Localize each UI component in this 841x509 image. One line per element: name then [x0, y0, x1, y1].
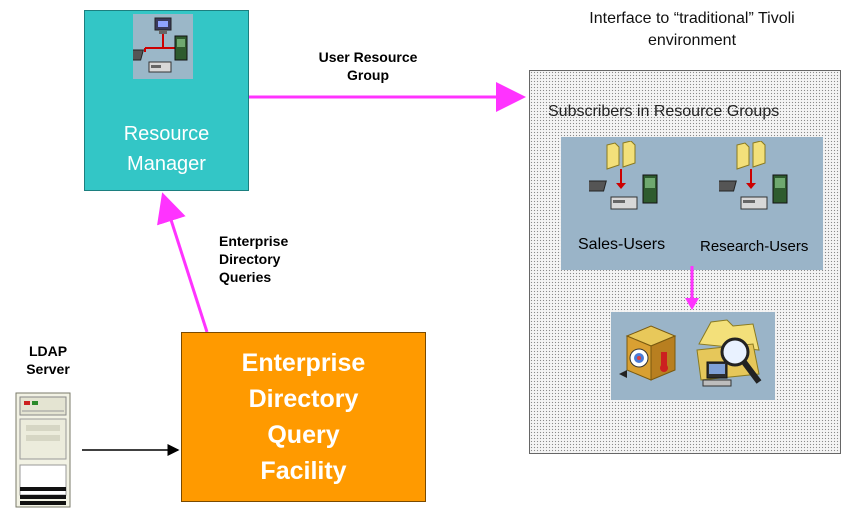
- user-resource-group-label: User Resource Group: [318, 49, 418, 83]
- resource-groups-panel: [561, 137, 823, 270]
- groups-to-tools-arrow: [685, 266, 699, 310]
- folder-computer-icon: [589, 141, 658, 210]
- resource-manager-box: Resource Manager: [84, 10, 249, 191]
- group-label-sales: Sales-Users: [578, 236, 666, 253]
- subscribers-caption: Subscribers in Resource Groups: [548, 103, 780, 120]
- ldap-server-label: LDAP Server: [26, 343, 70, 377]
- directory-queries-label: Enterprise Directory Queries: [219, 233, 289, 285]
- directory-queries-arrow: [157, 192, 209, 333]
- group-label-research: Research-Users: [700, 238, 809, 255]
- edq-facility-box: Enterprise Directory Query Facility: [181, 332, 426, 502]
- tivoli-tools-panel: [611, 312, 775, 400]
- package-install-icon: [619, 325, 677, 381]
- server-tower-icon: [15, 392, 71, 508]
- network-computer-icon: [122, 14, 193, 79]
- edq-facility-title: Enterprise Directory Query Facility: [241, 349, 366, 485]
- folder-search-icon: [696, 319, 762, 387]
- tivoli-caption: Interface to “traditional” Tivoli enviro…: [589, 10, 795, 49]
- folder-computer-icon: [719, 141, 788, 210]
- resource-manager-title: Resource Manager: [123, 123, 210, 175]
